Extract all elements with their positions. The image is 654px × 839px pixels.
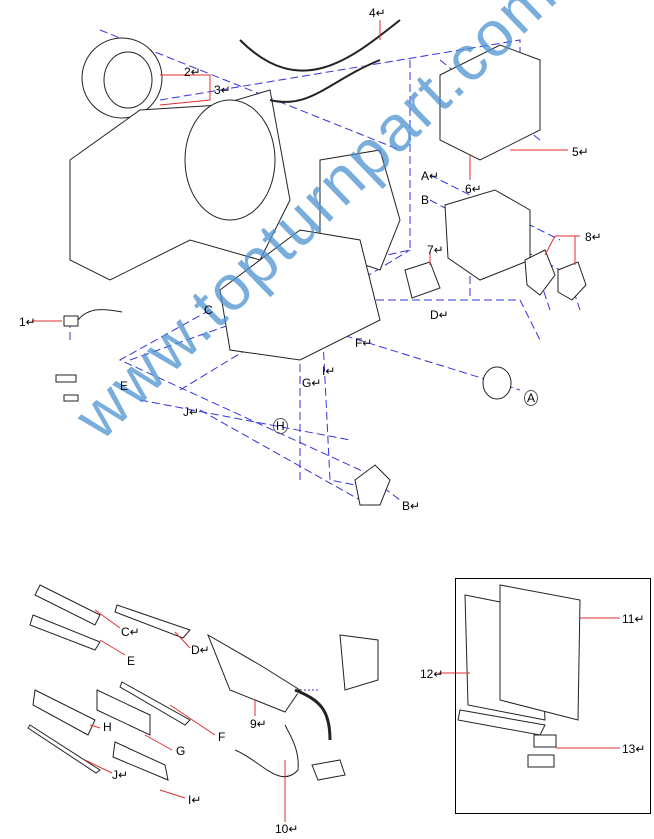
callout-2: 2↵ xyxy=(184,65,201,79)
callout-b-end: B↵ xyxy=(402,499,421,513)
callout-d: D↵ xyxy=(430,308,449,322)
resistor xyxy=(404,261,441,299)
callout-12: 12↵ xyxy=(420,667,444,681)
callout-e: E xyxy=(120,379,129,393)
heater-case xyxy=(219,229,381,361)
callout-1: 1↵ xyxy=(19,315,36,329)
callout-bottom-c: C↵ xyxy=(121,625,140,639)
callout-3: 3↵ xyxy=(214,83,231,97)
callout-8: 8↵ xyxy=(585,230,602,244)
callout-7: 7↵ xyxy=(427,243,444,257)
callout-c: C xyxy=(204,303,213,317)
callout-bottom-j: J↵ xyxy=(112,768,129,782)
callout-11: 11↵ xyxy=(622,612,645,626)
callout-h-circled: H xyxy=(273,418,288,434)
mode-housing xyxy=(444,189,531,281)
callout-bottom-i: I↵ xyxy=(188,793,202,807)
callout-a-circled: A xyxy=(524,390,539,406)
callout-a: A↵ xyxy=(421,169,440,183)
callout-bottom-g: G xyxy=(176,744,186,758)
callout-g: G↵ xyxy=(302,376,322,390)
control-module xyxy=(439,44,541,161)
heater-core xyxy=(206,633,301,713)
leader-lines xyxy=(32,20,620,822)
callout-b: B xyxy=(421,193,430,207)
callout-9: 9↵ xyxy=(250,717,267,731)
callout-13: 13↵ xyxy=(622,742,646,756)
callout-5: 5↵ xyxy=(572,145,589,159)
callout-bottom-d: D↵ xyxy=(191,643,210,657)
callout-10: 10↵ xyxy=(275,822,299,836)
callout-i: I↵ xyxy=(322,364,336,378)
callout-6: 6↵ xyxy=(465,182,482,196)
callout-f: F↵ xyxy=(355,336,373,350)
callout-bottom-f: F xyxy=(218,730,226,744)
callout-j: J↵ xyxy=(183,405,200,419)
callout-4: 4↵ xyxy=(369,6,386,20)
evaporator-inset-frame xyxy=(455,578,651,814)
callout-bottom-h: H xyxy=(103,720,112,734)
callout-bottom-e: E xyxy=(127,654,136,668)
